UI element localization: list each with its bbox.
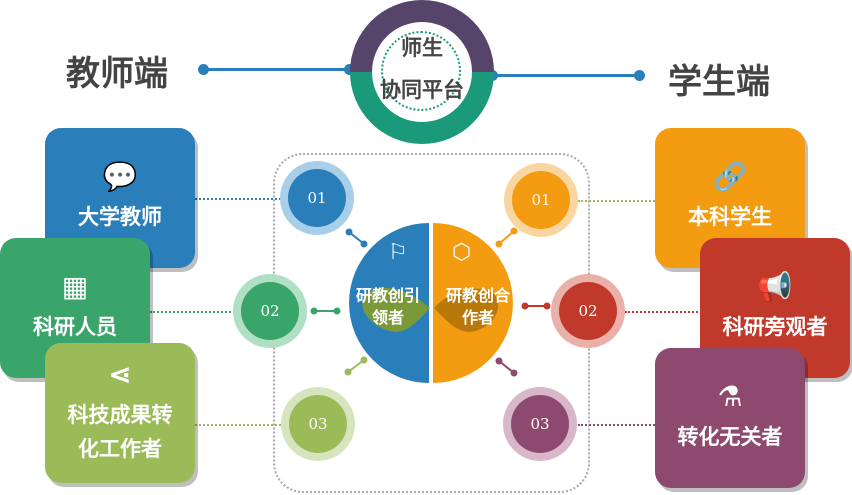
card-transfer-worker[interactable]: ⋖ 科技成果转 化工作者 [45, 343, 195, 483]
platform-title-1: 师生 [401, 36, 443, 60]
codepen-icon: ⬡ [452, 240, 472, 265]
megaphone-icon: 📢 [757, 270, 793, 303]
teacher-side-title: 教师端 [66, 54, 168, 94]
center-left-label: 研教创引领者 [355, 286, 420, 327]
number-circle-right-1: 01 [504, 163, 578, 237]
connector [578, 424, 658, 426]
number-circle-left-2: 02 [233, 274, 307, 348]
student-side-title: 学生端 [668, 62, 770, 102]
connector [150, 311, 235, 313]
flag-icon: ⚐ [388, 240, 408, 265]
card-label-1: 科技成果转 [67, 403, 173, 427]
connector [578, 200, 658, 202]
connector [195, 424, 285, 426]
card-label: 转化无关者 [677, 425, 783, 449]
link-icon: 🔗 [712, 160, 748, 193]
connector-dot [344, 64, 355, 75]
right-connector-line [490, 74, 640, 77]
connector [195, 198, 285, 200]
connector-dot [198, 64, 209, 75]
leaf-shape-left [362, 287, 430, 332]
number-circle-right-3: 03 [503, 387, 577, 461]
card-label: 大学教师 [78, 205, 162, 229]
card-label: 本科学生 [688, 205, 772, 229]
connector [625, 311, 705, 313]
share-icon: ⋖ [108, 358, 132, 391]
card-transfer-unrelated[interactable]: ⚗ 转化无关者 [655, 348, 805, 488]
left-connector-line [203, 68, 353, 71]
card-label-2: 化工作者 [78, 437, 162, 461]
flask-icon: ⚗ [717, 380, 743, 413]
calendar-icon: ▦ [61, 270, 89, 303]
platform-dotted-ring [381, 31, 461, 111]
chat-icon: 💬 [102, 160, 138, 193]
number-circle-left-1: 01 [280, 161, 354, 235]
center-right-label: 研教创合作者 [445, 286, 510, 327]
connector-dot [634, 70, 645, 81]
number-circle-right-2: 02 [551, 274, 625, 348]
number-circle-left-3: 03 [281, 387, 355, 461]
card-label: 科研人员 [33, 315, 117, 339]
leaf-shape-right [434, 288, 499, 332]
platform-title-2: 协同平台 [380, 78, 464, 102]
card-label: 科研旁观者 [722, 315, 828, 339]
